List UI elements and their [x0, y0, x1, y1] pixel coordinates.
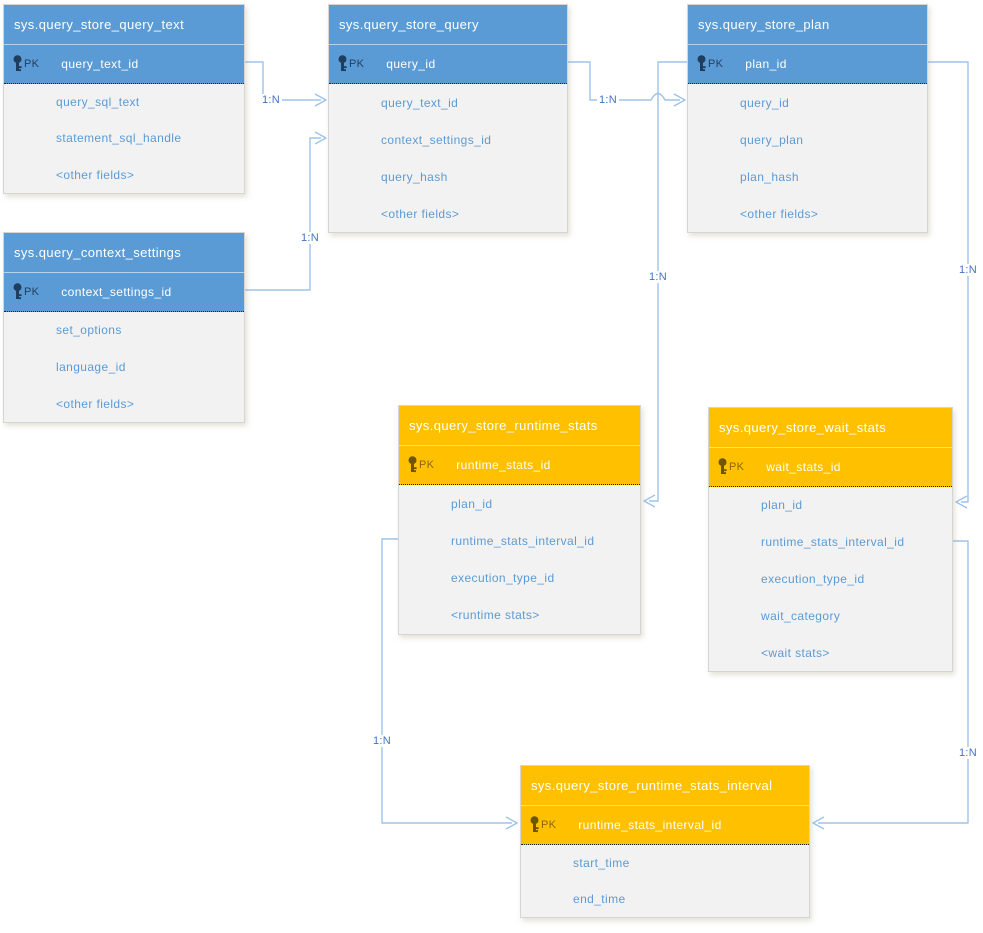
cardinality-label: 1:N: [956, 747, 980, 759]
key-icon: [717, 458, 728, 476]
cardinality-label: 1:N: [259, 94, 283, 106]
field-row: runtime_stats_interval_id: [451, 533, 595, 548]
pk-label: PK: [24, 286, 40, 298]
field-row: execution_type_id: [451, 571, 555, 586]
cardinality-label: 1:N: [370, 735, 394, 747]
pk-field-name: wait_stats_id: [766, 460, 841, 474]
cardinality-label: 1:N: [596, 94, 620, 106]
field-row: <other fields>: [56, 167, 135, 182]
connector-querytext-to-query: [245, 61, 327, 107]
field-list: plan_id runtime_stats_interval_id execut…: [399, 485, 640, 634]
table-title: sys.query_store_query: [329, 5, 567, 45]
entity-table-query-store-wait-stats[interactable]: sys.query_store_wait_stats PK wait_stats…: [708, 407, 953, 672]
field-row: plan_id: [451, 496, 493, 511]
pk-label: PK: [349, 58, 365, 70]
primary-key-row: PK wait_stats_id: [709, 448, 952, 487]
field-list: plan_id runtime_stats_interval_id execut…: [709, 487, 952, 671]
entity-table-query-context-settings[interactable]: sys.query_context_settings PK context_se…: [3, 232, 245, 423]
field-row: <other fields>: [381, 206, 460, 221]
field-list: query_text_id context_settings_id query_…: [329, 84, 567, 232]
primary-key-row: PK runtime_stats_id: [399, 446, 640, 485]
entity-table-query-store-runtime-stats-interval[interactable]: sys.query_store_runtime_stats_interval P…: [520, 765, 810, 918]
pk-field-name: query_id: [386, 57, 436, 71]
table-title: sys.query_store_plan: [688, 5, 927, 45]
primary-key-row: PK runtime_stats_interval_id: [521, 806, 809, 845]
field-list: query_sql_text statement_sql_handle <oth…: [4, 84, 244, 193]
field-row: context_settings_id: [381, 132, 492, 147]
connector-plan-to-runtimestats: [643, 61, 687, 508]
pk-label: PK: [419, 459, 435, 471]
primary-key-row: PK plan_id: [688, 45, 927, 84]
field-row: <other fields>: [56, 396, 135, 411]
key-icon: [696, 55, 707, 73]
entity-table-query-store-query[interactable]: sys.query_store_query PK query_id query_…: [328, 4, 568, 233]
key-icon: [529, 816, 540, 834]
primary-key-row: PK query_text_id: [4, 45, 244, 84]
field-row: <runtime stats>: [451, 608, 540, 623]
pk-label: PK: [24, 58, 40, 70]
field-row: wait_category: [761, 608, 841, 623]
connector-contextsettings-to-query: [245, 131, 327, 291]
table-title: sys.query_store_wait_stats: [709, 408, 952, 448]
key-icon: [407, 456, 418, 474]
cardinality-label: 1:N: [646, 271, 670, 283]
field-row: plan_hash: [740, 169, 799, 184]
field-row: query_text_id: [381, 95, 459, 110]
field-row: query_sql_text: [56, 95, 140, 110]
field-row: language_id: [56, 360, 126, 374]
table-title: sys.query_store_runtime_stats: [399, 406, 640, 446]
table-title: sys.query_store_runtime_stats_interval: [521, 766, 809, 806]
pk-field-name: context_settings_id: [61, 285, 172, 299]
entity-table-query-store-plan[interactable]: sys.query_store_plan PK plan_id query_id…: [687, 4, 928, 233]
field-list: query_id query_plan plan_hash <other fie…: [688, 84, 927, 232]
field-row: set_options: [56, 323, 122, 338]
field-row: end_time: [573, 892, 626, 906]
field-row: query_plan: [740, 132, 804, 147]
pk-field-name: runtime_stats_id: [456, 458, 551, 472]
primary-key-row: PK query_id: [329, 45, 567, 84]
field-row: statement_sql_handle: [56, 131, 182, 146]
pk-label: PK: [541, 819, 557, 831]
field-row: runtime_stats_interval_id: [761, 535, 905, 550]
field-row: query_hash: [381, 169, 448, 184]
table-title: sys.query_store_query_text: [4, 5, 244, 45]
key-icon: [12, 55, 23, 73]
field-row: query_id: [740, 95, 790, 110]
field-list: start_time end_time: [521, 845, 809, 917]
field-row: start_time: [573, 856, 630, 870]
key-icon: [12, 283, 23, 301]
pk-label: PK: [708, 58, 724, 70]
table-title: sys.query_context_settings: [4, 233, 244, 273]
pk-field-name: runtime_stats_interval_id: [578, 818, 722, 832]
entity-table-query-store-runtime-stats[interactable]: sys.query_store_runtime_stats PK runtime…: [398, 405, 641, 635]
entity-table-query-store-query-text[interactable]: sys.query_store_query_text PK query_text…: [3, 4, 245, 194]
pk-field-name: query_text_id: [61, 57, 139, 71]
pk-field-name: plan_id: [745, 57, 787, 71]
cardinality-label: 1:N: [298, 232, 322, 244]
field-list: set_options language_id <other fields>: [4, 312, 244, 422]
field-row: <wait stats>: [761, 645, 830, 660]
field-row: <other fields>: [740, 206, 819, 221]
field-row: plan_id: [761, 498, 803, 513]
key-icon: [337, 55, 348, 73]
connector-query-to-plan: [568, 61, 686, 107]
field-row: execution_type_id: [761, 571, 865, 586]
primary-key-row: PK context_settings_id: [4, 273, 244, 312]
pk-label: PK: [729, 461, 745, 473]
cardinality-label: 1:N: [956, 264, 980, 276]
